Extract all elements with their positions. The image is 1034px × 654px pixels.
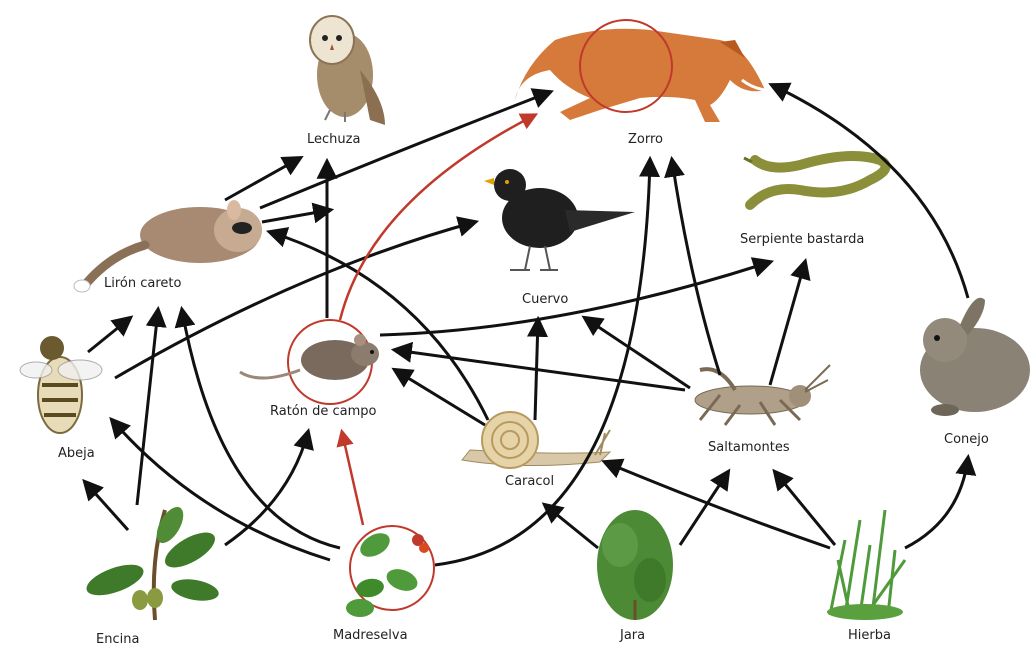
arrow-abeja-liron bbox=[88, 318, 130, 352]
arrow-red-madreselva-raton bbox=[342, 432, 363, 525]
arrow-jara-caracol bbox=[545, 505, 598, 548]
label-zorro: Zorro bbox=[628, 132, 663, 147]
label-conejo: Conejo bbox=[944, 432, 989, 447]
arrow-caracol-raton bbox=[395, 370, 485, 425]
arrow-saltamontes-serpiente bbox=[770, 262, 805, 385]
rockrose-illustration bbox=[597, 510, 673, 620]
arrow-hierba-conejo bbox=[905, 458, 968, 548]
arrow-saltamontes-zorro bbox=[672, 160, 720, 375]
grasshopper-illustration bbox=[695, 365, 830, 425]
arrow-hierba-saltamontes bbox=[775, 472, 835, 545]
oak-illustration bbox=[83, 503, 221, 620]
honeysuckle-illustration bbox=[346, 526, 434, 617]
arrow-raton-serpiente bbox=[380, 262, 770, 335]
label-liron: Lirón careto bbox=[104, 276, 181, 291]
label-caracol: Caracol bbox=[505, 474, 554, 489]
rabbit-illustration bbox=[920, 298, 1030, 416]
label-lechuza: Lechuza bbox=[307, 132, 360, 147]
label-cuervo: Cuervo bbox=[522, 292, 568, 307]
arrow-encina-liron bbox=[137, 310, 158, 505]
label-raton: Ratón de campo bbox=[270, 404, 377, 419]
snake-illustration bbox=[744, 156, 886, 205]
grass-illustration bbox=[827, 510, 905, 620]
blackbird-illustration bbox=[484, 169, 635, 270]
arrow-encina-abeja bbox=[85, 482, 128, 530]
label-serpiente: Serpiente bastarda bbox=[740, 232, 864, 247]
label-abeja: Abeja bbox=[58, 446, 95, 461]
label-encina: Encina bbox=[96, 632, 139, 647]
label-hierba: Hierba bbox=[848, 628, 891, 643]
label-madreselva: Madreselva bbox=[333, 628, 408, 643]
label-saltamontes: Saltamontes bbox=[708, 440, 790, 455]
field-mouse-illustration bbox=[240, 320, 379, 404]
arrow-liron-cuervo bbox=[262, 210, 330, 222]
arrow-liron-lechuza bbox=[225, 158, 300, 200]
owl-illustration bbox=[310, 16, 385, 125]
fox-illustration bbox=[515, 29, 765, 122]
label-jara: Jara bbox=[620, 628, 645, 643]
